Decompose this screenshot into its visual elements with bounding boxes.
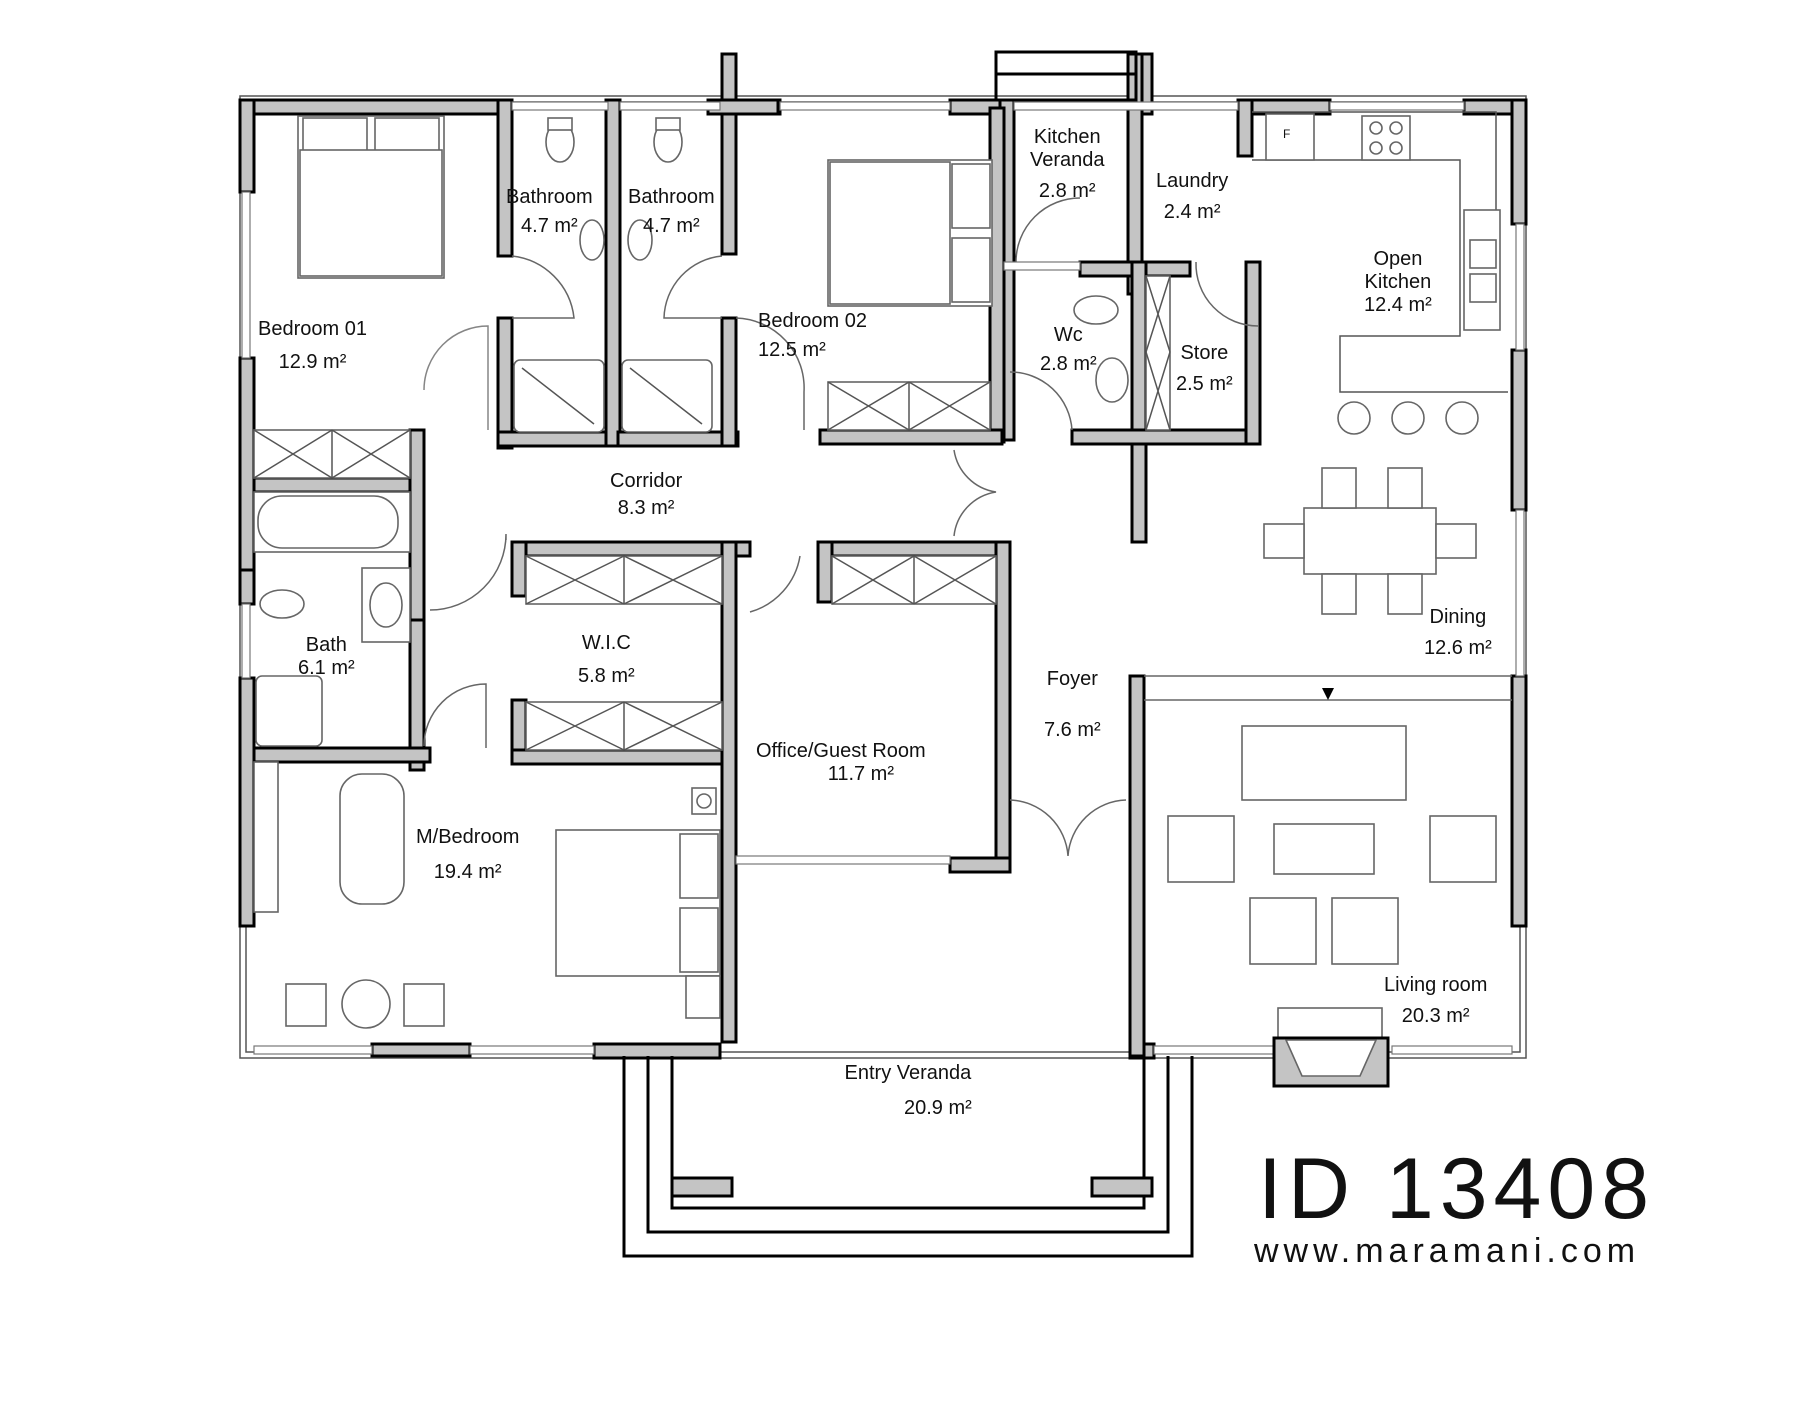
room-area: 2.8 m²	[1040, 353, 1097, 375]
room-kitchen-veranda: Kitchen Veranda 2.8 m²	[1030, 126, 1105, 203]
room-name: Store	[1180, 342, 1229, 364]
room-area: 2.5 m²	[1176, 373, 1233, 395]
room-name-line2: Kitchen	[1364, 271, 1432, 293]
room-store: Store 2.5 m²	[1176, 342, 1233, 396]
room-name: Office/Guest Room	[756, 740, 926, 762]
door-swings	[423, 197, 1259, 857]
room-area: 2.8 m²	[1038, 180, 1096, 202]
room-bathroom-2: Bathroom 4.7 m²	[628, 186, 715, 238]
room-office-guest: Office/Guest Room 11.7 m²	[756, 740, 926, 786]
room-name: Living room	[1384, 974, 1488, 996]
room-name: Bath	[305, 634, 347, 656]
room-bathroom-1: Bathroom 4.7 m²	[506, 186, 593, 238]
room-area: 6.1 m²	[298, 657, 355, 679]
entry-veranda-outline	[622, 1056, 1194, 1258]
room-area: 19.4 m²	[433, 861, 502, 883]
room-dining: Dining 12.6 m²	[1424, 606, 1492, 660]
furniture	[253, 111, 1512, 1088]
room-area: 7.6 m²	[1044, 719, 1101, 741]
room-name: Laundry	[1156, 170, 1229, 192]
room-name: Bedroom 02	[758, 310, 867, 332]
room-wic: W.I.C 5.8 m²	[578, 632, 635, 688]
room-area: 2.4 m²	[1163, 201, 1221, 223]
room-bedroom-01: Bedroom 01 12.9 m²	[258, 318, 367, 374]
room-name: Corridor	[610, 470, 683, 492]
room-name: Wc	[1053, 324, 1083, 346]
room-area: 12.9 m²	[278, 351, 347, 373]
room-area: 12.6 m²	[1424, 637, 1492, 659]
room-area: 12.5 m²	[758, 339, 826, 361]
room-corridor: Corridor 8.3 m²	[610, 470, 682, 520]
room-name: W.I.C	[581, 632, 631, 654]
fridge-label: F	[1283, 127, 1291, 141]
room-name: M/Bedroom	[416, 826, 520, 848]
room-area: 12.4 m²	[1364, 294, 1432, 316]
room-name: Bathroom	[506, 186, 593, 208]
room-name: Bathroom	[628, 186, 715, 208]
room-area: 5.8 m²	[578, 665, 635, 687]
room-open-kitchen: Open Kitchen 12.4 m²	[1364, 248, 1432, 317]
room-area: 11.7 m²	[827, 763, 895, 785]
room-master-bedroom: M/Bedroom 19.4 m²	[416, 826, 519, 884]
room-area: 8.3 m²	[617, 497, 675, 519]
room-area: 4.7 m²	[521, 215, 578, 237]
room-name-line2: Veranda	[1030, 149, 1105, 171]
room-name: Dining	[1429, 606, 1487, 628]
room-name-line1: Open	[1373, 248, 1423, 270]
interior-walls	[252, 52, 1262, 1058]
room-name: Entry Veranda	[844, 1062, 972, 1084]
room-area: 20.3 m²	[1401, 1005, 1470, 1027]
room-bedroom-02: Bedroom 02 12.5 m²	[758, 310, 867, 362]
website-link[interactable]: www.maramani.com	[1254, 1232, 1641, 1270]
room-name: Foyer	[1046, 668, 1098, 690]
room-name: Bedroom 01	[258, 318, 367, 340]
kitchen-veranda-outline	[994, 50, 1138, 102]
plan-id-title: ID 13408	[1258, 1141, 1656, 1237]
room-wc: Wc 2.8 m²	[1040, 324, 1097, 376]
room-living-room: Living room 20.3 m²	[1384, 974, 1487, 1028]
room-laundry: Laundry 2.4 m²	[1156, 170, 1228, 224]
room-bath: Bath 6.1 m²	[298, 634, 355, 680]
room-foyer: Foyer 7.6 m²	[1044, 668, 1101, 742]
room-area: 4.7 m²	[643, 215, 700, 237]
windows	[241, 101, 1525, 1055]
room-name-line1: Kitchen	[1033, 126, 1101, 148]
room-area: 20.9 m²	[904, 1097, 972, 1119]
room-entry-veranda: Entry Veranda 20.9 m²	[844, 1062, 972, 1120]
